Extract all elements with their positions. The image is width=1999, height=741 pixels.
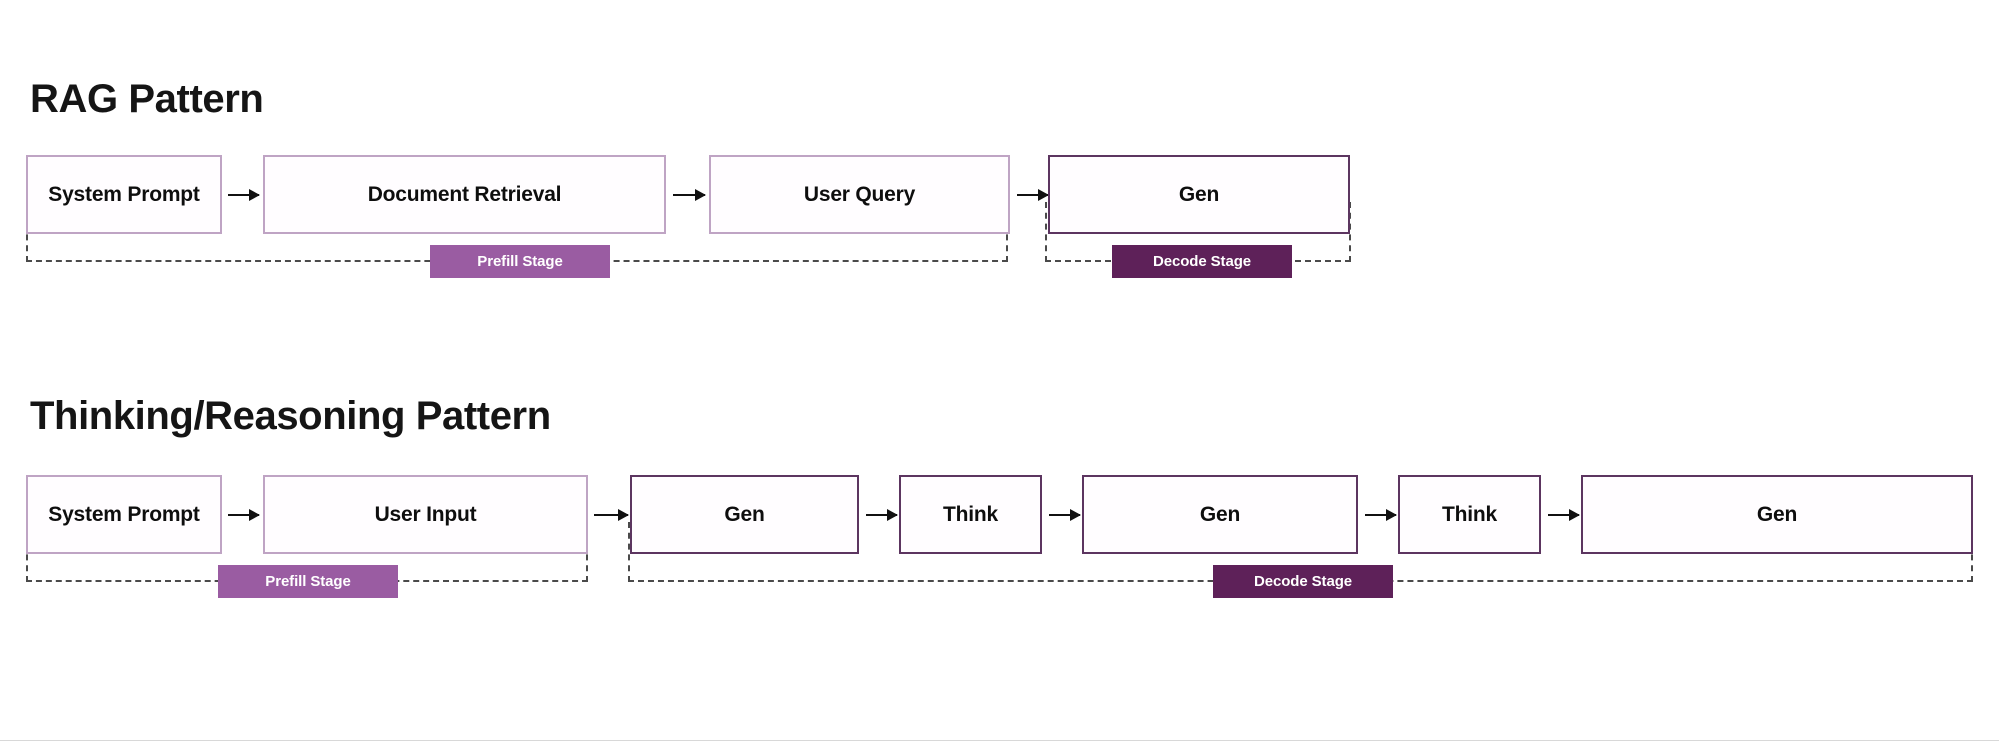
rag-pattern-row: System Prompt Document Retrieval User Qu… [0, 140, 1999, 340]
thinking-arrow-6 [1548, 509, 1580, 521]
rag-node-gen[interactable]: Gen [1048, 155, 1350, 234]
thinking-node-think-1[interactable]: Think [899, 475, 1042, 554]
thinking-node-user-input-label: User Input [374, 502, 477, 526]
thinking-stage-pill-decode[interactable]: Decode Stage [1213, 565, 1393, 598]
rag-node-document-retrieval[interactable]: Document Retrieval [263, 155, 666, 234]
thinking-node-system-prompt[interactable]: System Prompt [26, 475, 222, 554]
thinking-node-think-1-label: Think [943, 502, 998, 526]
rag-node-system-prompt-label: System Prompt [48, 182, 200, 206]
thinking-stage-pill-prefill-label: Prefill Stage [265, 573, 351, 590]
section-title-rag: RAG Pattern [30, 77, 264, 121]
rag-stage-pill-decode-label: Decode Stage [1153, 253, 1251, 270]
thinking-arrow-4 [1049, 509, 1081, 521]
thinking-stage-pill-prefill[interactable]: Prefill Stage [218, 565, 398, 598]
thinking-arrow-5 [1365, 509, 1397, 521]
thinking-arrow-3 [866, 509, 898, 521]
rag-node-document-retrieval-label: Document Retrieval [367, 182, 562, 206]
rag-node-system-prompt[interactable]: System Prompt [26, 155, 222, 234]
rag-arrow-2 [673, 189, 706, 201]
thinking-node-gen-3[interactable]: Gen [1581, 475, 1973, 554]
thinking-node-system-prompt-label: System Prompt [48, 502, 200, 526]
thinking-node-gen-1[interactable]: Gen [630, 475, 859, 554]
rag-stage-pill-prefill-label: Prefill Stage [477, 253, 563, 270]
thinking-node-gen-1-label: Gen [724, 502, 765, 526]
thinking-arrow-2 [594, 509, 629, 521]
thinking-node-gen-2-label: Gen [1199, 502, 1241, 526]
thinking-node-gen-2[interactable]: Gen [1082, 475, 1358, 554]
thinking-node-gen-3-label: Gen [1756, 502, 1798, 526]
thinking-node-think-2[interactable]: Think [1398, 475, 1541, 554]
rag-node-gen-label: Gen [1178, 182, 1220, 206]
rag-arrow-1 [228, 189, 260, 201]
thinking-pattern-row: System Prompt User Input Gen Think Gen T… [0, 460, 1999, 660]
section-title-thinking: Thinking/Reasoning Pattern [30, 394, 551, 438]
thinking-node-think-2-label: Think [1442, 502, 1497, 526]
rag-stage-pill-decode[interactable]: Decode Stage [1112, 245, 1292, 278]
thinking-arrow-1 [228, 509, 260, 521]
thinking-stage-pill-decode-label: Decode Stage [1254, 573, 1352, 590]
thinking-node-user-input[interactable]: User Input [263, 475, 588, 554]
rag-arrow-3 [1017, 189, 1049, 201]
rag-stage-pill-prefill[interactable]: Prefill Stage [430, 245, 610, 278]
rag-node-user-query[interactable]: User Query [709, 155, 1010, 234]
rag-node-user-query-label: User Query [803, 182, 916, 206]
